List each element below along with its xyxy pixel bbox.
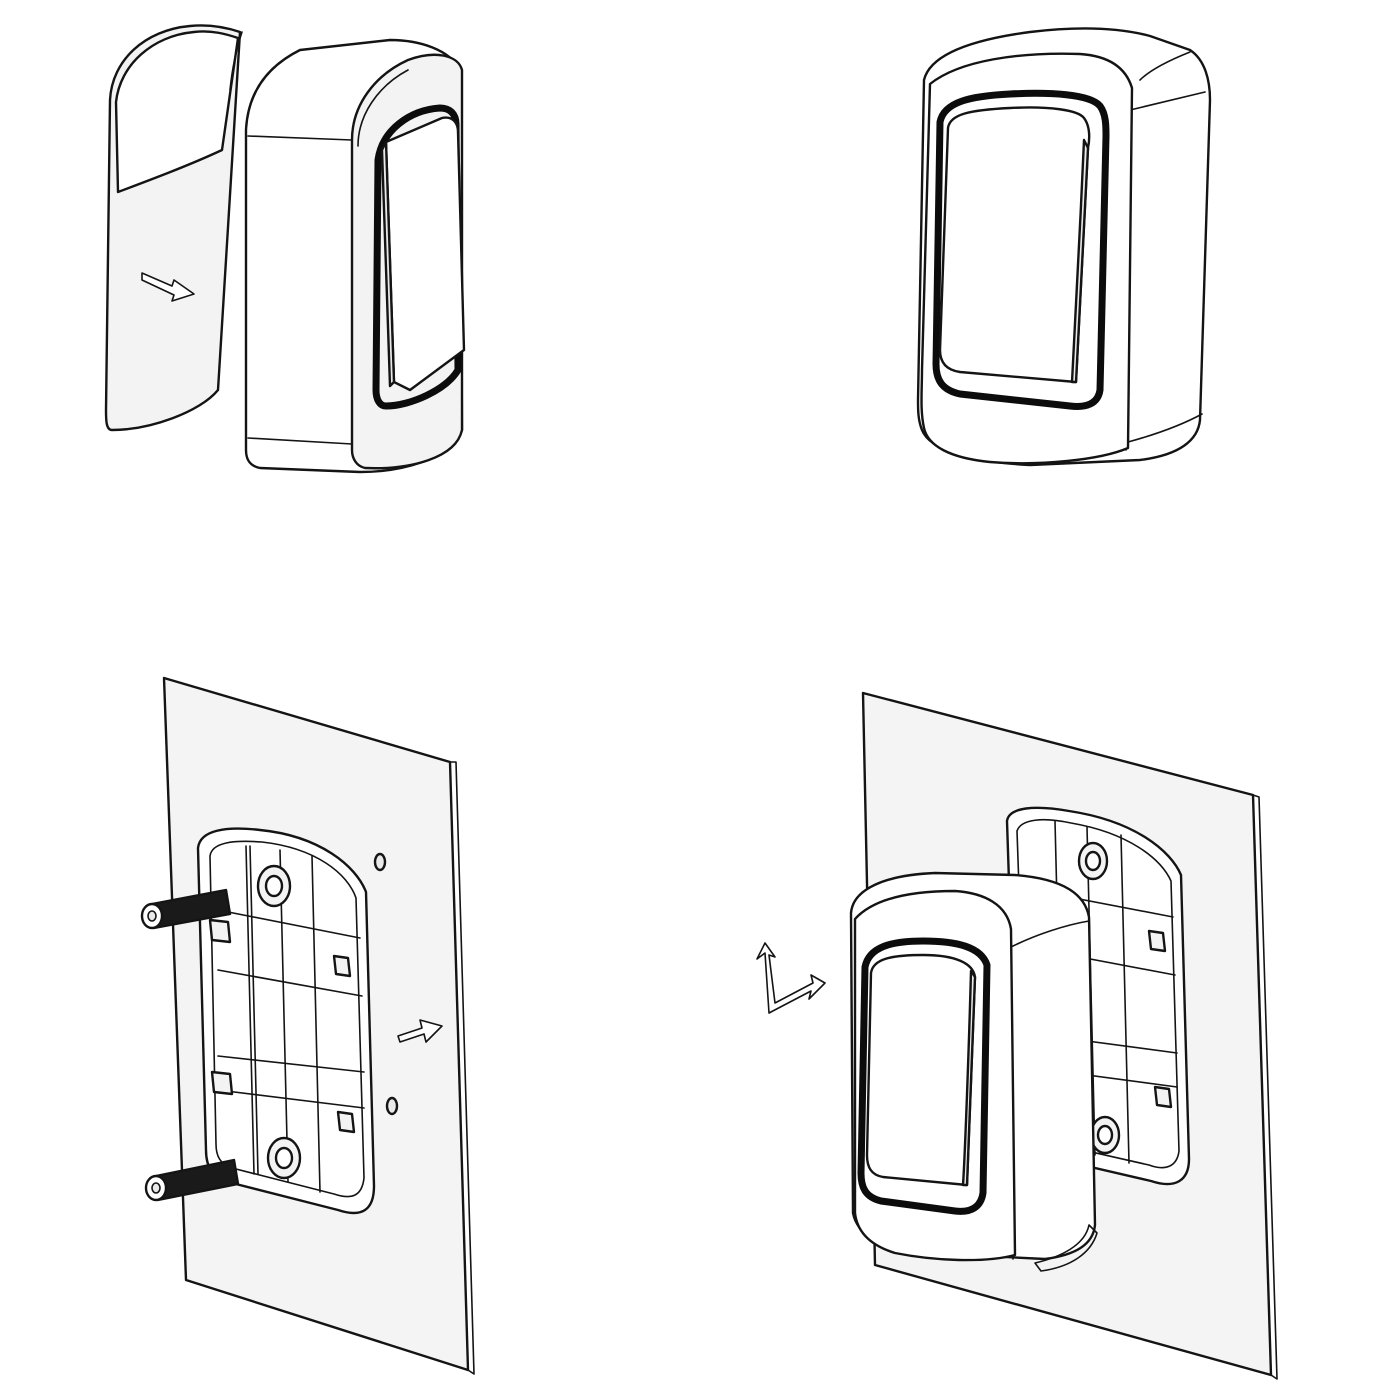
peel-adhesive-backing-illustration [104,24,466,474]
step-screw-backplate-panel [130,670,490,1390]
wall-screw-lower [144,1158,240,1202]
peel-direction-arrow-icon [141,272,195,302]
step-assembled-switch-panel [900,10,1220,480]
step-peel-backing-panel [90,10,510,500]
mounting-backplate [196,827,376,1215]
assembled-rocker-switch-illustration [916,27,1212,467]
step-clip-switch-panel [745,685,1305,1385]
wall-plug-holes [373,852,399,1116]
push-to-wall-arrow-icon [397,1019,443,1043]
rocker-button-side [372,104,466,410]
adhesive-backing-sheet [104,24,243,432]
press-and-slide-arrow-icon [756,942,826,1014]
wall-screw-upper [140,888,232,930]
clip-switch-onto-backplate-illustration [756,691,1278,1380]
rocker-button-mounting [857,937,991,1215]
screw-backplate-to-wall-illustration [140,676,475,1375]
rocker-button-front [932,89,1110,410]
